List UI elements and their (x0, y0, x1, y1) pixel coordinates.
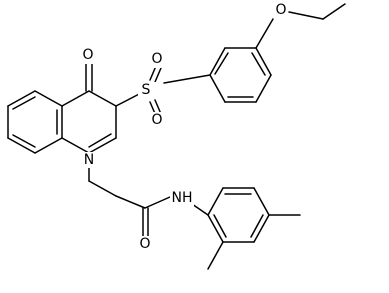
ketone-oxygen-text: O (82, 47, 93, 63)
ring-nitrogen-label: N (82, 152, 96, 168)
sulfonyl-oxygen-bottom-text: O (151, 112, 162, 128)
ketone-oxygen-label: O (81, 47, 95, 64)
ether-oxygen-text: O (275, 2, 286, 18)
amide-oxygen-label: O (138, 236, 152, 252)
sulfonyl-sulfur-label: S (138, 82, 156, 99)
sulfonyl-sulfur-text: S (142, 82, 151, 98)
atom-labels: O S O O O N NH O (81, 2, 288, 252)
sulfonyl-oxygen-bottom-label: O (150, 112, 164, 128)
sulfonyl-oxygen-top-text: O (151, 51, 162, 67)
ring-nitrogen-text: N (84, 152, 94, 168)
bond-lines (7, 3, 346, 270)
amide-nh-text: NH (172, 190, 193, 206)
sulfonyl-oxygen-top-label: O (150, 51, 164, 68)
amide-nh-label: NH (170, 190, 194, 206)
ether-oxygen-label: O (274, 2, 288, 18)
amide-oxygen-text: O (139, 236, 150, 252)
